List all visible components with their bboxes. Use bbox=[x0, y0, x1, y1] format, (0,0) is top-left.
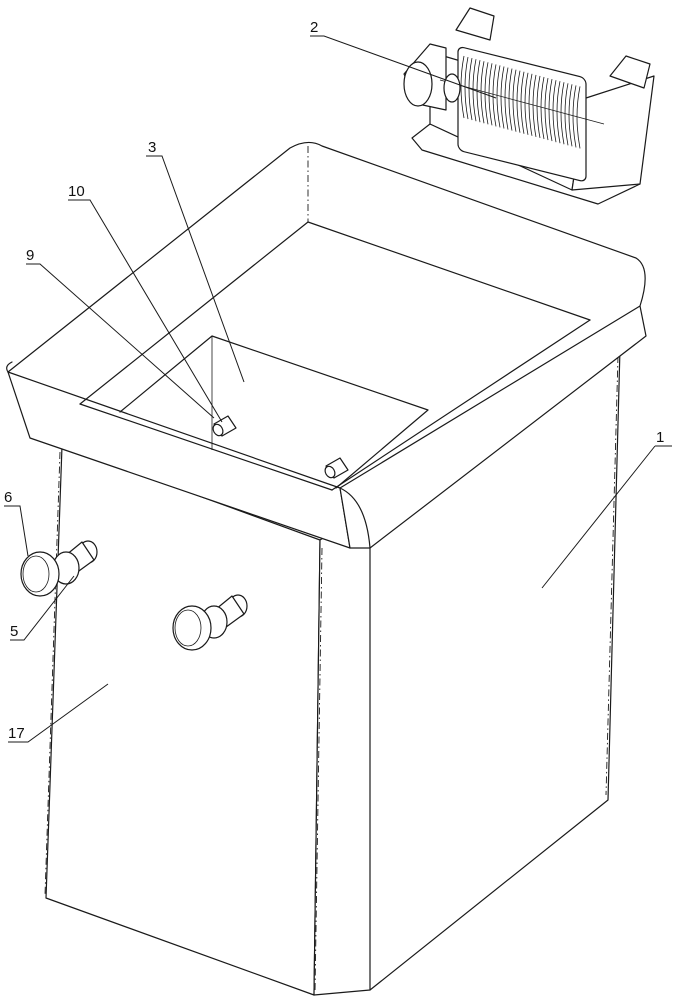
leader-1 bbox=[541, 445, 672, 589]
tray bbox=[6, 141, 647, 549]
leader-3 bbox=[146, 155, 245, 383]
leader-10 bbox=[68, 199, 223, 423]
roller-blade bbox=[536, 75, 541, 139]
roller-left-hub bbox=[403, 61, 433, 107]
tray-top-rim-left bbox=[6, 361, 13, 373]
nozzle-left-tip bbox=[212, 423, 224, 437]
label-5: 5 bbox=[10, 623, 18, 640]
label-9: 9 bbox=[26, 247, 34, 264]
cabinet-hidden-line-corner bbox=[314, 547, 323, 993]
tray-inner-back-right bbox=[307, 221, 591, 321]
roller-bearing-right bbox=[609, 55, 651, 89]
tray-floor-right bbox=[331, 319, 591, 491]
nozzle-left bbox=[212, 415, 237, 437]
roller-blade bbox=[496, 65, 501, 128]
knob-right-cap-face bbox=[174, 609, 202, 647]
tray-right-band bbox=[339, 305, 647, 549]
label-17: 17 bbox=[8, 725, 25, 742]
label-6: 6 bbox=[4, 489, 12, 506]
roller-blade bbox=[488, 63, 493, 126]
roller-assembly bbox=[403, 7, 655, 205]
knob-left-cap bbox=[20, 551, 60, 597]
roller-blade bbox=[492, 64, 497, 127]
label-2: 2 bbox=[310, 19, 318, 36]
roller-blade bbox=[484, 62, 489, 125]
roller-blade bbox=[520, 71, 525, 134]
roller-nut bbox=[443, 73, 461, 103]
roller-blade bbox=[460, 55, 465, 119]
knob-right bbox=[172, 594, 248, 651]
leader-5 bbox=[10, 575, 75, 641]
knob-right-cap bbox=[172, 605, 212, 651]
leader-2 bbox=[310, 35, 497, 99]
leader-6 bbox=[4, 505, 29, 557]
roller-blade bbox=[528, 73, 533, 136]
screen-plate bbox=[119, 335, 429, 489]
leader-9 bbox=[26, 263, 215, 419]
label-3: 3 bbox=[148, 139, 156, 156]
roller-blade bbox=[524, 72, 529, 135]
tray-floor-front bbox=[79, 403, 333, 491]
nozzle-right-tip bbox=[324, 465, 336, 479]
reference-numerals: 1 2 3 5 6 9 10 17 bbox=[4, 19, 664, 742]
knob-left-cap-face bbox=[22, 555, 50, 593]
roller-blade bbox=[516, 70, 521, 133]
leader-lines bbox=[4, 35, 672, 743]
tray-top-rim bbox=[7, 141, 646, 373]
roller-blade bbox=[504, 67, 509, 130]
cabinet-front-face bbox=[45, 445, 321, 996]
label-1: 1 bbox=[656, 429, 664, 446]
roller-blade bbox=[480, 61, 485, 124]
label-10: 10 bbox=[68, 183, 85, 200]
tray-inner-back-left bbox=[79, 221, 309, 405]
roller-blade bbox=[512, 69, 517, 132]
leader-17 bbox=[8, 683, 109, 743]
tray-band-corner bbox=[339, 487, 371, 549]
cabinet-hidden-line-right bbox=[605, 355, 619, 796]
roller-blade bbox=[464, 56, 469, 120]
knob-left bbox=[20, 540, 98, 597]
roller-bearing-left bbox=[455, 7, 495, 41]
roller-blade bbox=[508, 68, 513, 131]
screen-plate-outline bbox=[119, 335, 429, 489]
cabinet-hidden-line-front bbox=[44, 451, 61, 896]
nozzle-right bbox=[324, 457, 349, 479]
roller-blade bbox=[500, 66, 505, 129]
roller-blade bbox=[532, 74, 537, 137]
